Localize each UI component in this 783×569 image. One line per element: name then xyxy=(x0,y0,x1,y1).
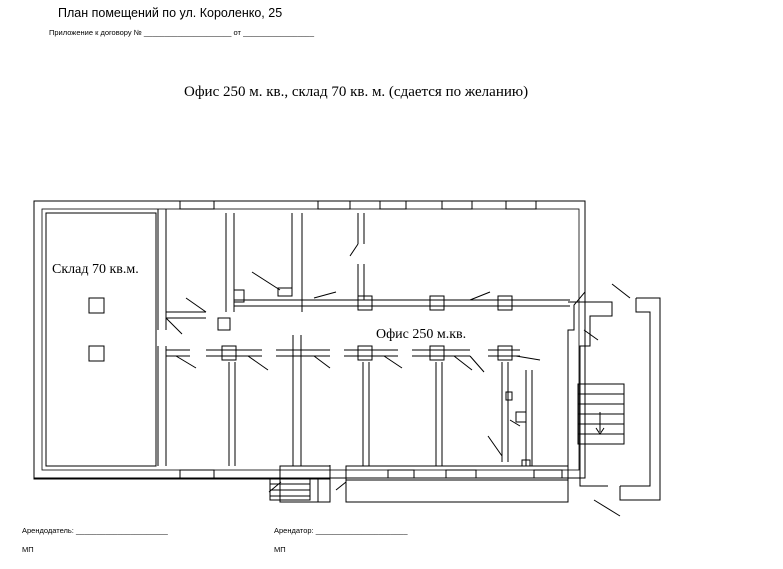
contract-number-blank: _____________________ xyxy=(143,28,234,37)
landlord-signature-blank: ______________________ xyxy=(76,526,168,535)
contract-date-blank: _________________ xyxy=(243,28,315,37)
warehouse-label: Склад 70 кв.м. xyxy=(52,262,139,277)
plan-walls xyxy=(33,200,661,517)
office-label: Офис 250 м.кв. xyxy=(376,327,466,342)
landlord-signature-line: Арендодатель: ______________________ xyxy=(22,526,168,535)
tenant-signature-line: Арендатор: ______________________ xyxy=(274,526,408,535)
stamp-right: МП xyxy=(274,545,286,554)
appendix-label: Приложение к договору № xyxy=(49,28,142,37)
stamp-left: МП xyxy=(22,545,34,554)
warehouse-room xyxy=(45,212,157,467)
document-title: План помещений по ул. Короленко, 25 xyxy=(58,6,283,20)
landlord-label: Арендодатель: xyxy=(22,526,74,535)
tenant-label: Арендатор: xyxy=(274,526,314,535)
tenant-signature-blank: ______________________ xyxy=(315,526,408,535)
appendix-line: Приложение к договору № ________________… xyxy=(49,28,314,37)
document-subtitle: Офис 250 м. кв., склад 70 кв. м. (сдаетс… xyxy=(184,84,529,100)
appendix-from-label: от xyxy=(233,28,241,37)
